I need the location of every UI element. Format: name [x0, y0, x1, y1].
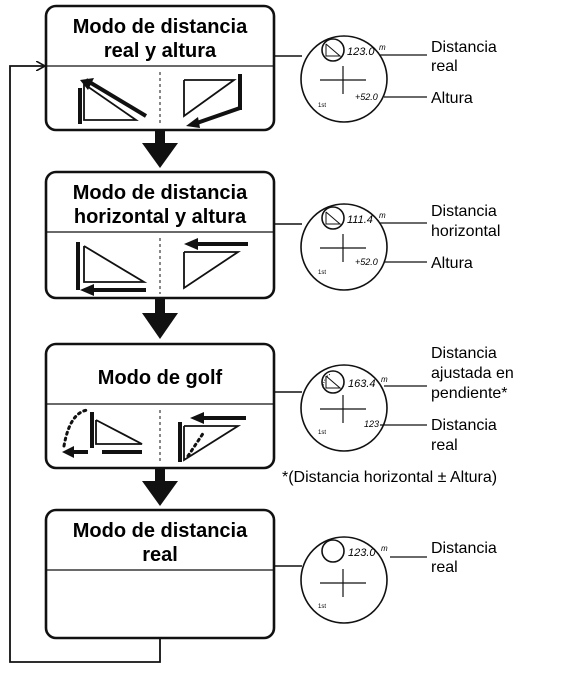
display-unit: m [379, 211, 386, 220]
golf-trajectory-icon [62, 408, 143, 458]
mode-title: Modo de distancia [73, 520, 248, 542]
display-value: 123.0 [348, 547, 376, 559]
display-unit: m [381, 375, 388, 384]
display-secondary-value: +52.0 [355, 92, 378, 102]
slope-triangle-icon [78, 78, 148, 124]
footnote: *(Distancia horizontal ± Altura) [282, 469, 497, 486]
down-arrow [142, 469, 178, 506]
mode-title: Modo de distancia [73, 16, 248, 38]
down-arrow [142, 131, 178, 168]
mode-box-golf: Modo de golf [44, 342, 276, 470]
callout-label: pendiente* [431, 385, 508, 402]
callout-label: Altura [431, 255, 473, 272]
display-value: 163.4 [348, 378, 376, 390]
callout-label: real [431, 559, 458, 576]
mode-title: real [142, 544, 178, 566]
mode-title: Modo de distancia [73, 182, 248, 204]
display-secondary-value: 123 [364, 419, 379, 429]
mode-box-horizontal-distance-height: Modo de distancia horizontal y altura [44, 170, 276, 300]
viewfinder-display: 123.0 m +52.0 1st Distancia real Altura [274, 35, 497, 123]
callout-label: Distancia [431, 39, 497, 56]
mode-box-real-distance: Modo de distancia real [44, 508, 276, 640]
callout-label: real [431, 58, 458, 75]
viewfinder-display: 163.4 m 123 1st Distancia ajustada en pe… [274, 345, 514, 454]
display-value: 111.4 [347, 214, 373, 226]
callout-label: ajustada en [431, 365, 514, 382]
mode-box-real-distance-height: Modo de distancia real y altura [44, 4, 276, 132]
display-target-tag: 1st [318, 270, 326, 276]
mode-title: horizontal y altura [74, 206, 247, 228]
golf-slope-icon [178, 412, 246, 462]
callout-label: Distancia [431, 540, 497, 557]
callout-label: Distancia [431, 345, 497, 362]
down-arrow [142, 299, 178, 339]
callout-label: Distancia [431, 417, 497, 434]
callout-label: horizontal [431, 223, 500, 240]
display-target-tag: 1st [318, 430, 326, 436]
mode-title: real y altura [104, 40, 217, 62]
display-secondary-value: +52.0 [355, 257, 378, 267]
viewfinder-display: 111.4 m +52.0 1st Distancia horizontal A… [274, 203, 500, 291]
viewfinder-display: 123.0 m 1st Distancia real [274, 536, 497, 624]
display-value: 123.0 [347, 46, 375, 58]
vertical-height-icon [183, 238, 248, 290]
display-target-tag: 1st [318, 103, 326, 109]
mode-title: Modo de golf [98, 367, 223, 389]
callout-label: Distancia [431, 203, 497, 220]
callout-label: real [431, 437, 458, 454]
display-unit: m [381, 544, 388, 553]
display-unit: m [379, 43, 386, 52]
callout-label: Altura [431, 90, 473, 107]
horizontal-distance-icon [76, 242, 148, 296]
loop-back-line [9, 66, 161, 663]
display-target-tag: 1st [318, 604, 326, 610]
height-triangle-icon [183, 74, 242, 128]
